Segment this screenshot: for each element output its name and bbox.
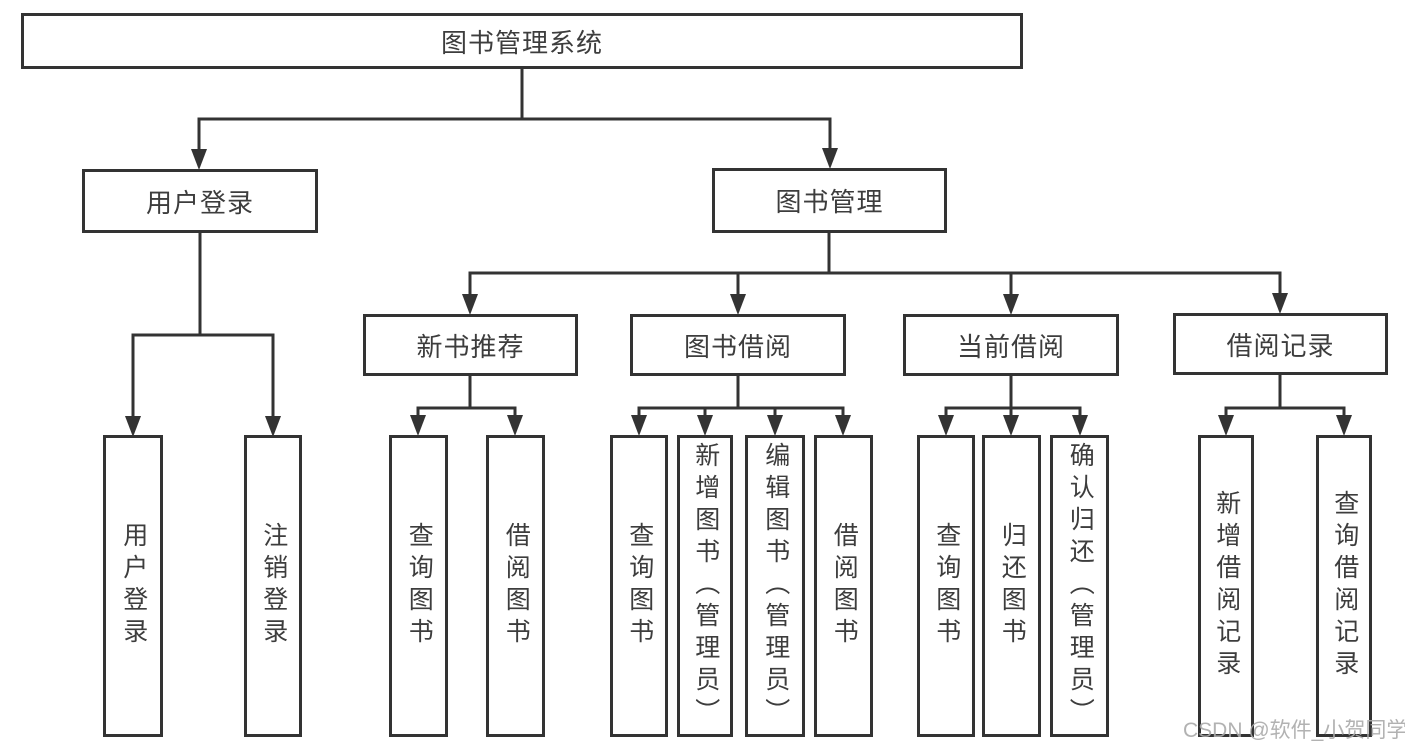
node-new-book-recommend-label: 新书推荐 xyxy=(416,331,525,362)
node-book-management-label: 图书管理 xyxy=(775,187,884,217)
csdn-watermark: CSDN @软件_小贺同学 xyxy=(1183,719,1405,742)
connector-user-login-branch xyxy=(125,233,281,437)
leaf-add-borrow-record-label: 新增借阅记录 xyxy=(1212,490,1241,682)
connector-book-borrowing-branch xyxy=(631,376,851,436)
leaf-confirm-return-admin: 确认归还（管理员） xyxy=(1050,435,1109,737)
node-new-book-recommend: 新书推荐 xyxy=(363,314,578,376)
connector-borrowing-records-branch xyxy=(1218,375,1352,436)
leaf-borrow-books-borrowing: 借阅图书 xyxy=(814,435,873,737)
leaf-add-borrow-record: 新增借阅记录 xyxy=(1198,435,1254,737)
leaf-query-books-recommend: 查询图书 xyxy=(389,435,448,737)
leaf-borrow-books-recommend: 借阅图书 xyxy=(486,435,545,737)
connector-current-borrowing-branch xyxy=(938,376,1088,436)
connector-book-management-branch xyxy=(462,232,1288,315)
leaf-query-books-borrowing: 查询图书 xyxy=(610,435,668,737)
leaf-user-login-label: 用户登录 xyxy=(119,522,148,650)
node-root-label: 图书管理系统 xyxy=(440,27,603,58)
leaf-logout: 注销登录 xyxy=(244,435,302,737)
node-book-borrowing-label: 图书借阅 xyxy=(683,331,792,362)
leaf-return-book: 归还图书 xyxy=(982,435,1041,737)
node-borrowing-records: 借阅记录 xyxy=(1173,313,1388,375)
leaf-query-books-current-label: 查询图书 xyxy=(932,522,961,650)
leaf-confirm-return-admin-label: 确认归还（管理员） xyxy=(1066,442,1095,730)
leaf-edit-book-admin: 编辑图书（管理员） xyxy=(745,435,805,737)
node-user-login: 用户登录 xyxy=(82,169,318,233)
connector-root-branch xyxy=(191,69,838,170)
leaf-query-books-borrowing-label: 查询图书 xyxy=(625,522,654,650)
node-book-borrowing: 图书借阅 xyxy=(630,314,846,376)
node-borrowing-records-label: 借阅记录 xyxy=(1226,330,1335,361)
leaf-add-book-admin: 新增图书（管理员） xyxy=(677,435,733,737)
node-current-borrowing: 当前借阅 xyxy=(903,314,1119,376)
leaf-logout-label: 注销登录 xyxy=(259,522,288,650)
leaf-borrow-books-borrowing-label: 借阅图书 xyxy=(830,522,859,650)
node-current-borrowing-label: 当前借阅 xyxy=(956,331,1065,362)
leaf-query-books-recommend-label: 查询图书 xyxy=(405,522,434,650)
leaf-query-books-current: 查询图书 xyxy=(917,435,975,737)
leaf-borrow-books-recommend-label: 借阅图书 xyxy=(502,522,531,650)
leaf-add-book-admin-label: 新增图书（管理员） xyxy=(691,442,720,730)
connector-new-book-branch xyxy=(410,376,523,436)
node-book-management: 图书管理 xyxy=(712,168,947,233)
node-root-library-management-system: 图书管理系统 xyxy=(21,13,1023,69)
node-user-login-label: 用户登录 xyxy=(145,187,254,218)
leaf-user-login: 用户登录 xyxy=(103,435,163,737)
leaf-edit-book-admin-label: 编辑图书（管理员） xyxy=(761,442,790,730)
leaf-query-borrow-record: 查询借阅记录 xyxy=(1316,435,1372,737)
leaf-return-book-label: 归还图书 xyxy=(998,522,1027,650)
leaf-query-borrow-record-label: 查询借阅记录 xyxy=(1330,490,1359,682)
